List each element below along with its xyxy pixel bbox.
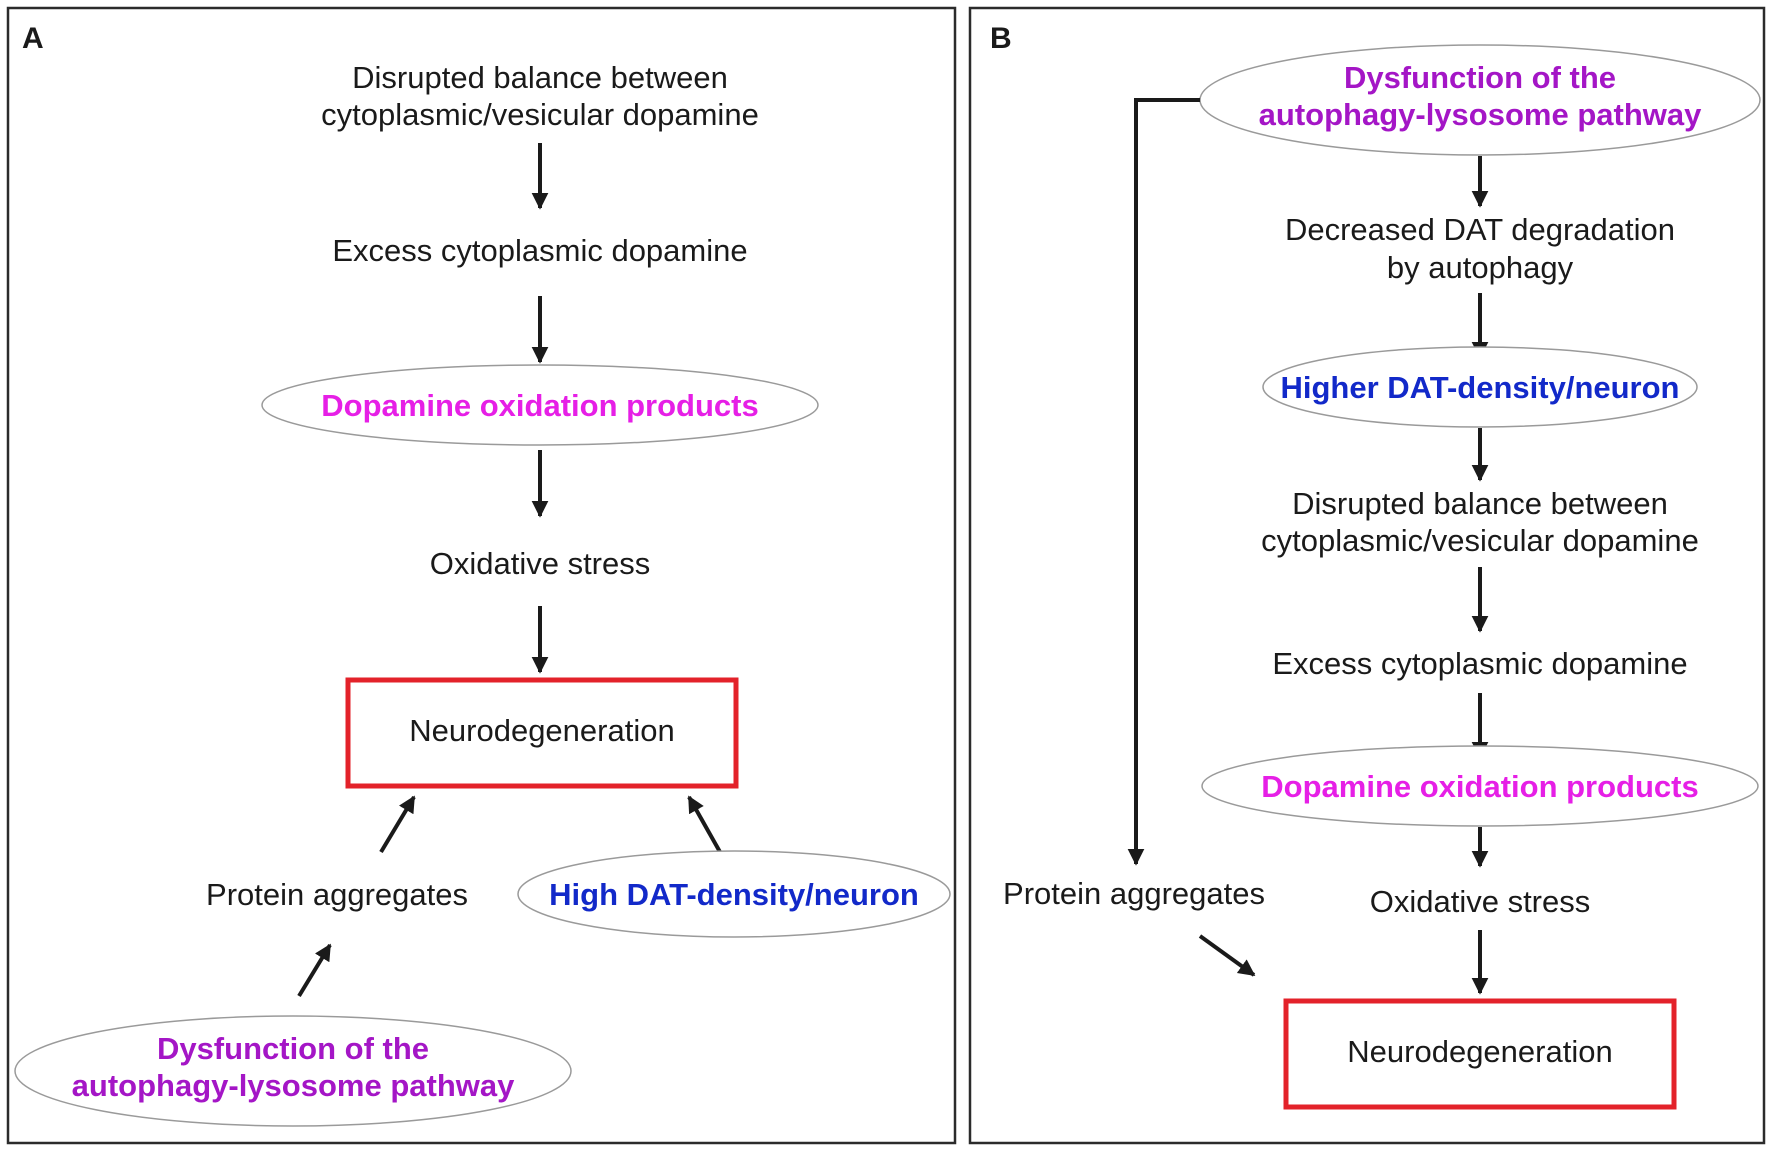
a-neurodegeneration: Neurodegeneration <box>409 713 674 748</box>
b-higher-dat-ellipse <box>1262 346 1698 428</box>
b-neurodegeneration-box <box>1283 998 1677 1110</box>
b-arrow-aggregates-to-neuro <box>1198 934 1256 977</box>
a-arrow-dysfunction-to-aggregates <box>297 943 332 998</box>
a-dysfunction-ellipse <box>14 1015 572 1127</box>
b-disrupted-line1: Disrupted balance between <box>1292 486 1668 521</box>
a-high-dat: High DAT-density/neuron <box>549 877 919 912</box>
b-oxidative-stress: Oxidative stress <box>1370 884 1591 919</box>
a-high-dat-ellipse <box>517 850 951 938</box>
b-oxidation-products: Dopamine oxidation products <box>1261 769 1698 804</box>
a-dysfunction-line2: autophagy-lysosome pathway <box>72 1068 515 1103</box>
a-protein-aggregates: Protein aggregates <box>206 877 468 912</box>
a-arrow-dat-to-neuro <box>687 795 722 853</box>
b-dysfunction-line2: autophagy-lysosome pathway <box>1259 97 1702 132</box>
a-excess: Excess cytoplasmic dopamine <box>332 233 747 268</box>
b-oxidation-ellipse <box>1201 745 1759 827</box>
b-protein-aggregates: Protein aggregates <box>1003 876 1265 911</box>
a-neurodegeneration-box <box>345 677 739 789</box>
b-arrow-dysfunction-to-aggregates <box>1127 98 1200 866</box>
b-decreased-line1: Decreased DAT degradation <box>1285 212 1675 247</box>
panel-b-label: B <box>990 22 1012 55</box>
a-arrow-aggregates-to-neuro <box>379 795 416 854</box>
b-higher-dat: Higher DAT-density/neuron <box>1280 370 1679 405</box>
panel-a-frame <box>6 6 957 1145</box>
a-oxidation-products: Dopamine oxidation products <box>321 388 758 423</box>
a-disrupted-line2: cytoplasmic/vesicular dopamine <box>321 97 759 132</box>
panel-a-label: A <box>22 22 44 55</box>
a-disrupted-line1: Disrupted balance between <box>352 60 728 95</box>
a-oxidative-stress: Oxidative stress <box>430 546 651 581</box>
a-dysfunction-line1: Dysfunction of the <box>157 1031 429 1066</box>
b-decreased-line2: by autophagy <box>1387 250 1574 285</box>
panel-b-frame <box>968 6 1766 1145</box>
a-oxidation-ellipse <box>261 364 819 446</box>
b-dysfunction-line1: Dysfunction of the <box>1344 60 1616 95</box>
b-excess: Excess cytoplasmic dopamine <box>1272 646 1687 681</box>
b-neurodegeneration: Neurodegeneration <box>1347 1034 1612 1069</box>
b-disrupted-line2: cytoplasmic/vesicular dopamine <box>1261 523 1699 558</box>
